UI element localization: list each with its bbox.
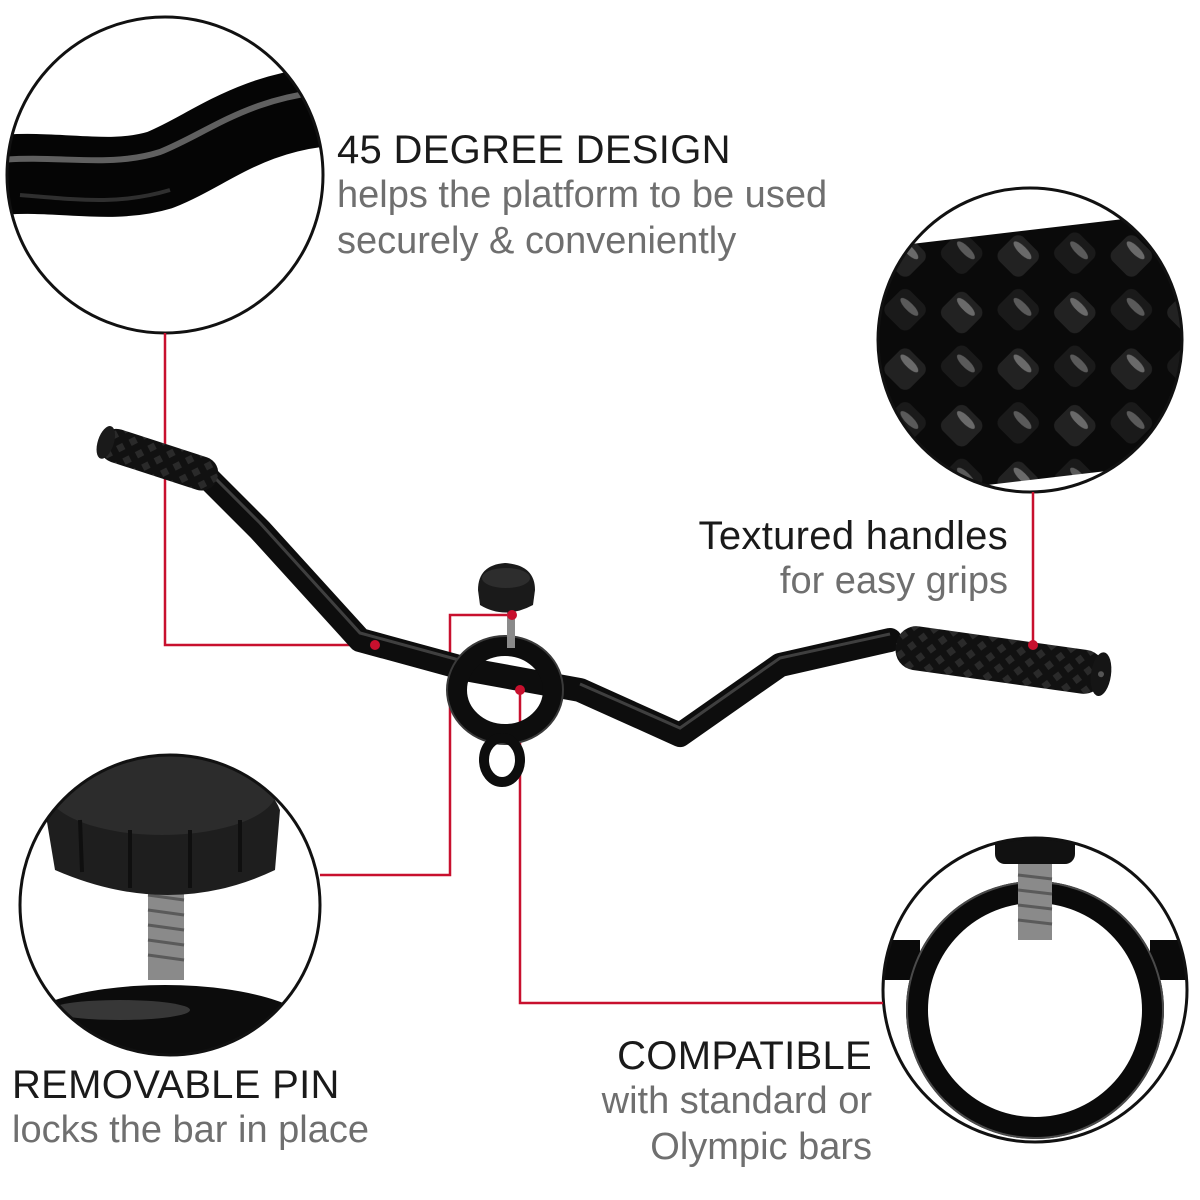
feature-degree-title: 45 DEGREE DESIGN <box>337 128 731 172</box>
pivot-ring <box>446 635 564 787</box>
feature-compatible-line2: Olympic bars <box>650 1126 872 1168</box>
feature-handles-title: Textured handles <box>698 514 1008 558</box>
feature-compatible-line1: with standard or <box>601 1080 872 1122</box>
callout-line-compatible <box>518 690 883 1005</box>
right-grip <box>895 626 1112 697</box>
feature-degree: 45 DEGREE DESIGN helps the platform to b… <box>337 128 827 264</box>
textured-grip-closeup <box>876 186 1184 494</box>
feature-compatible-title: COMPATIBLE <box>617 1034 872 1078</box>
feature-pin-line1: locks the bar in place <box>12 1109 369 1151</box>
ring-closeup <box>881 836 1189 1144</box>
callout-line-pin <box>320 613 512 877</box>
callout-dot-handles <box>1028 640 1038 650</box>
feature-pin: REMOVABLE PIN locks the bar in place <box>12 1063 369 1153</box>
feature-handles: Textured handles for easy grips <box>699 514 1008 604</box>
callout-line-degree <box>163 333 375 647</box>
callout-lines <box>163 333 1035 1005</box>
bar-bend-closeup <box>5 15 325 335</box>
feature-degree-line2: securely & conveniently <box>337 220 737 262</box>
feature-handles-line1: for easy grips <box>779 560 1008 602</box>
landmine-handle-bar <box>96 426 1112 787</box>
left-grip <box>96 426 219 491</box>
callout-dot-degree <box>370 640 380 650</box>
knob-pin <box>478 563 535 648</box>
feature-pin-title: REMOVABLE PIN <box>12 1063 340 1107</box>
callout-dot-compatible <box>515 685 525 695</box>
feature-compatible: COMPATIBLE with standard or Olympic bars <box>602 1034 872 1170</box>
callout-dot-pin <box>507 610 517 620</box>
callout-dots <box>370 610 1038 695</box>
feature-degree-line1: helps the platform to be used <box>337 174 828 216</box>
knob-closeup <box>18 753 322 1057</box>
